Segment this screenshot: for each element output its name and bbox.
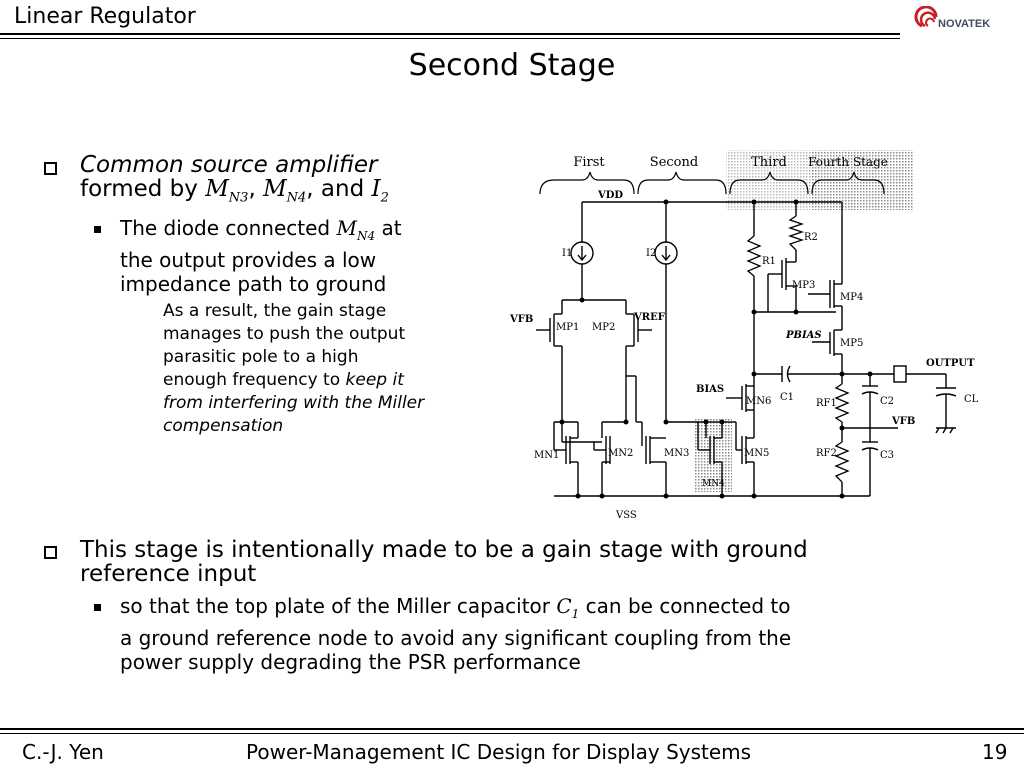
component-labels: VDD VSS I1 I2 VFB VREF MP1 MP2 MN1 MN2 M… xyxy=(509,190,979,521)
bullet-2: This stage is intentionally made to be a… xyxy=(80,538,808,586)
label-mn3: MN3 xyxy=(664,448,689,459)
label-vfb-in: VFB xyxy=(509,314,533,325)
bullet-2-line1: This stage is intentionally made to be a… xyxy=(80,537,808,563)
footer-author: C.-J. Yen xyxy=(22,740,104,764)
sub-line3: impedance path to ground xyxy=(120,272,387,296)
bullet-square-icon xyxy=(44,546,57,559)
label-mp3: MP3 xyxy=(792,280,815,291)
label-mn5: MN5 xyxy=(744,448,769,459)
label-mn4: MN4 xyxy=(702,479,725,489)
and-text: , and xyxy=(306,176,372,202)
header-rule xyxy=(0,33,900,35)
label-mp1: MP1 xyxy=(556,322,579,333)
bullet-2-line2: reference input xyxy=(80,561,257,587)
label-c3: C3 xyxy=(880,450,894,461)
bullet-2-sub-line3: power supply degrading the PSR performan… xyxy=(120,650,581,674)
junction-dots xyxy=(559,199,873,499)
sub-line1: The diode connected MN4 at xyxy=(120,216,402,243)
i2-symbol: I2 xyxy=(371,176,389,206)
stage-label-fourth: Fourth Stage xyxy=(808,155,888,169)
resistors xyxy=(746,215,850,483)
bullet-2-sub-line2: a ground reference node to avoid any sig… xyxy=(120,626,792,650)
footer-rule xyxy=(0,728,1024,730)
sub-bullet-icon xyxy=(94,604,101,611)
bullet-1-sub: The diode connected MN4 at the output pr… xyxy=(120,216,402,296)
label-i1: I1 xyxy=(562,248,572,259)
bullet-1-line2: formed by MN3, MN4, and I2 xyxy=(80,177,389,211)
stage-braces xyxy=(539,171,885,195)
logo-text: NOVATEK xyxy=(938,18,991,30)
subsub-line1: As a result, the gain stage xyxy=(163,301,387,321)
bullet-square-icon xyxy=(44,162,57,175)
label-r1: R1 xyxy=(762,256,776,267)
stage-label-third: Third xyxy=(751,155,787,170)
label-vref: VREF xyxy=(633,312,665,323)
bullet-1-line1: Common source amplifier xyxy=(80,152,378,178)
bullet-2-sub: so that the top plate of the Miller capa… xyxy=(120,594,791,674)
label-mn6: MN6 xyxy=(746,396,771,407)
label-rf1: RF1 xyxy=(816,398,837,409)
output-pad xyxy=(893,365,907,383)
circuit-diagram: First Second Third Fourth Stage xyxy=(509,150,979,521)
label-mp2: MP2 xyxy=(592,322,615,333)
bullet-2-sub-line1: so that the top plate of the Miller capa… xyxy=(120,594,791,621)
header-rule-thin xyxy=(0,38,900,39)
label-i2: I2 xyxy=(646,248,656,259)
current-sources xyxy=(570,241,678,265)
bullet-1-sub-sub: As a result, the gain stage manages to p… xyxy=(163,300,424,438)
header-title: Linear Regulator xyxy=(14,4,196,29)
stage-label-second: Second xyxy=(650,155,698,170)
footer-rule-thin xyxy=(0,733,1024,734)
slide-title: Second Stage xyxy=(408,48,616,83)
label-c1: C1 xyxy=(780,392,794,403)
subsub-line6: compensation xyxy=(163,416,284,436)
label-r2: R2 xyxy=(804,232,818,243)
label-output: OUTPUT xyxy=(926,358,975,369)
circuit-wires xyxy=(536,201,957,497)
label-mn1: MN1 xyxy=(534,450,559,461)
subsub-line5: from interfering with the Miller xyxy=(163,393,425,413)
stage-label-first: First xyxy=(573,155,605,170)
label-mp4: MP4 xyxy=(840,292,863,303)
label-mp5: MP5 xyxy=(840,338,863,349)
footer-page-number: 19 xyxy=(982,740,1008,764)
bullet-1-text: formed by xyxy=(80,176,206,202)
bullet-1: Common source amplifier formed by MN3, M… xyxy=(80,153,389,211)
novatek-logo xyxy=(914,6,938,28)
label-cl: CL xyxy=(964,394,979,405)
subsub-line3: parasitic pole to a high xyxy=(163,347,359,367)
mn3-symbol: MN3 xyxy=(205,176,249,206)
label-rf2: RF2 xyxy=(816,448,837,459)
subsub-line4: enough frequency to keep it xyxy=(163,370,404,390)
label-bias: BIAS xyxy=(696,384,724,395)
comma: , xyxy=(248,176,264,202)
label-c2: C2 xyxy=(880,396,894,407)
label-pbias: PBIAS xyxy=(785,330,822,341)
footer-course: Power-Management IC Design for Display S… xyxy=(246,740,752,764)
sub-bullet-icon xyxy=(94,226,101,233)
label-vss: VSS xyxy=(615,510,637,521)
subsub-line2: manages to push the output xyxy=(163,324,406,344)
label-mn2: MN2 xyxy=(608,448,633,459)
label-vdd: VDD xyxy=(597,190,623,201)
sub-line2: the output provides a low xyxy=(120,248,377,272)
mn4-symbol: MN4 xyxy=(263,176,307,206)
label-vfb-out: VFB xyxy=(891,416,915,427)
mn4-shade xyxy=(694,418,732,492)
